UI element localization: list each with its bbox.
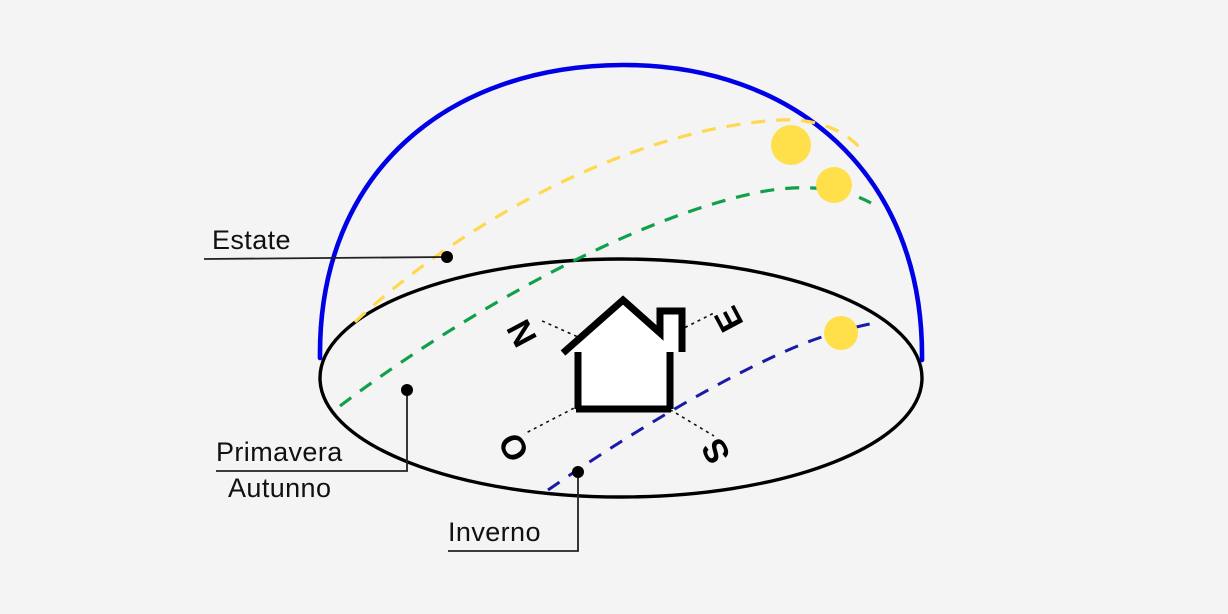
season-label-primavera: Primavera xyxy=(216,437,343,467)
compass-label-west: O xyxy=(491,426,537,467)
leader-group xyxy=(203,251,584,552)
house-icon xyxy=(560,295,686,413)
season-label-autunno: Autunno xyxy=(228,473,331,503)
sun-marker-winter xyxy=(824,316,858,350)
horizon-ellipse xyxy=(318,257,924,499)
compass-ray-group xyxy=(523,311,717,437)
ray-west-icon xyxy=(523,404,581,435)
sun-marker-equinox xyxy=(816,167,852,203)
compass-label-south: S xyxy=(694,432,738,470)
leader-dot-primavera xyxy=(401,384,413,396)
ray-north-icon xyxy=(539,319,597,346)
leader-primavera xyxy=(216,392,408,472)
sun-group xyxy=(771,125,858,350)
compass-label-east: E xyxy=(707,300,751,338)
leader-dot-inverno xyxy=(572,466,584,478)
equinox-sun-path xyxy=(339,186,872,408)
compass-label-north: N xyxy=(500,313,545,353)
house-roof-icon xyxy=(560,295,686,356)
season-label-group: Estate Primavera Autunno Inverno xyxy=(212,225,541,547)
leader-estate xyxy=(203,256,448,260)
summer-sun-path xyxy=(353,118,864,324)
sky-dome-arc xyxy=(317,62,925,363)
leader-dot-estate xyxy=(441,251,453,263)
ray-south-icon xyxy=(663,405,715,437)
leader-inverno xyxy=(448,474,579,552)
season-label-estate: Estate xyxy=(212,225,291,255)
house-fill xyxy=(566,301,681,410)
sun-path-group xyxy=(339,118,881,492)
season-label-inverno: Inverno xyxy=(448,517,541,547)
sun-marker-summer xyxy=(771,125,811,165)
